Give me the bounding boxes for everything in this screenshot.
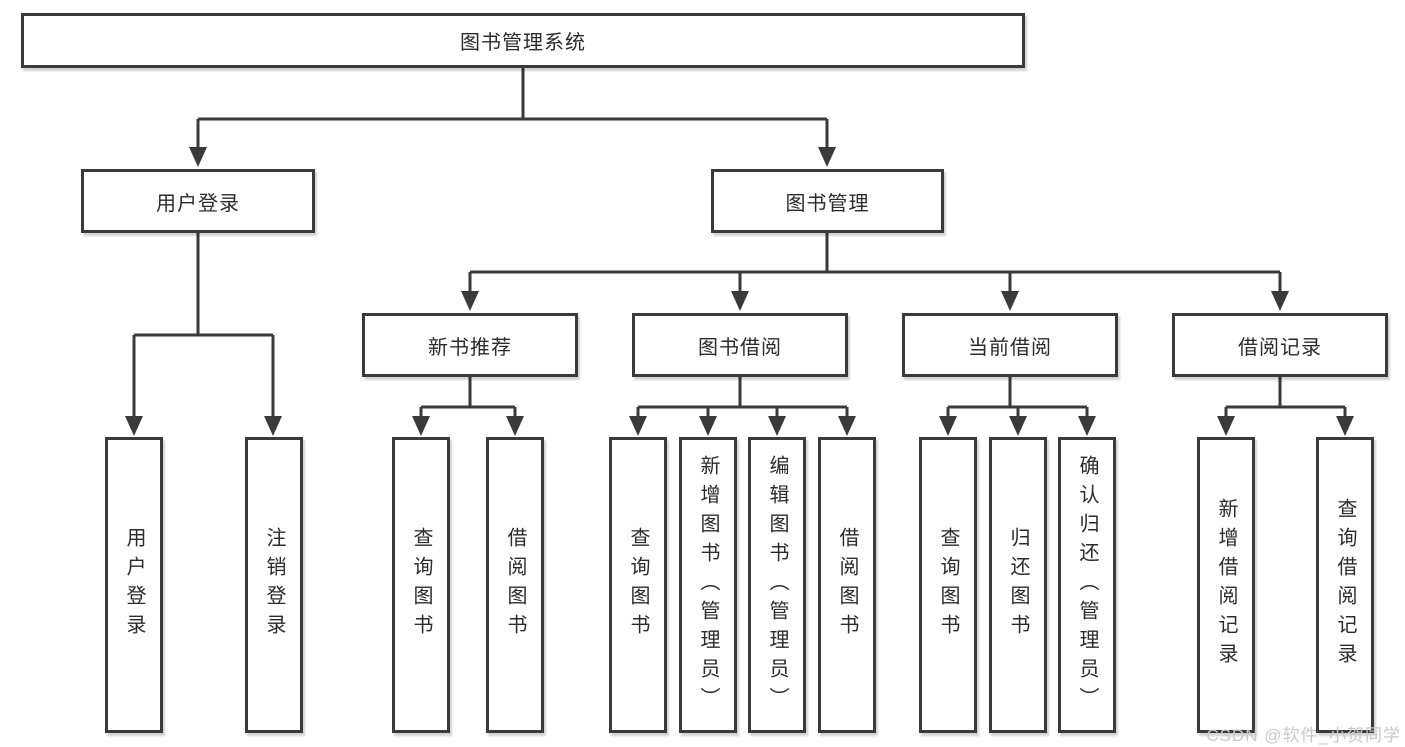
- node-new-books: 新书推荐: [362, 313, 578, 377]
- arrow-down-icon: [461, 291, 479, 311]
- leaf-records-add-label: 新增借阅记录: [1215, 498, 1237, 672]
- node-book-mgmt-label: 图书管理: [785, 192, 870, 215]
- node-user-login: 用户登录: [81, 169, 315, 233]
- leaf-records-add: 新增借阅记录: [1197, 437, 1255, 733]
- leaf-borrow-query: 查询图书: [609, 437, 667, 733]
- arrow-down-icon: [125, 416, 143, 436]
- arrow-down-icon: [939, 416, 957, 436]
- node-root: 图书管理系统: [21, 13, 1025, 68]
- watermark: CSDN @软件_小贺同学: [1206, 726, 1401, 745]
- node-borrow-records-label: 借阅记录: [1238, 336, 1322, 359]
- leaf-newbooks-borrow: 借阅图书: [486, 437, 544, 733]
- arrow-down-icon: [838, 416, 856, 436]
- leaf-records-query: 查询借阅记录: [1316, 437, 1374, 733]
- arrow-down-icon: [818, 147, 836, 167]
- connector-bookmgmt-to-level3: [468, 233, 1282, 294]
- arrow-down-icon: [189, 147, 207, 167]
- leaf-current-confirm: 确认归还（管理员）: [1058, 437, 1116, 733]
- node-root-label: 图书管理系统: [460, 32, 586, 54]
- leaf-current-query: 查询图书: [919, 437, 977, 733]
- arrow-down-icon: [1078, 416, 1096, 436]
- leaf-current-query-label: 查询图书: [937, 527, 959, 643]
- node-current-borrow-label: 当前借阅: [968, 336, 1052, 359]
- arrow-down-icon: [412, 416, 430, 436]
- leaf-borrow-borrow: 借阅图书: [818, 437, 876, 733]
- arrow-down-icon: [1217, 416, 1235, 436]
- node-book-mgmt: 图书管理: [711, 169, 944, 233]
- leaf-newbooks-query-label: 查询图书: [410, 527, 432, 643]
- node-borrow-records: 借阅记录: [1172, 313, 1388, 377]
- arrow-down-icon: [1001, 291, 1019, 311]
- node-new-books-label: 新书推荐: [428, 336, 512, 359]
- leaf-borrow-query-label: 查询图书: [627, 527, 649, 643]
- leaf-current-confirm-label: 确认归还（管理员）: [1076, 454, 1098, 716]
- leaf-borrow-edit-label: 编辑图书（管理员）: [766, 454, 788, 716]
- leaf-borrow-borrow-label: 借阅图书: [836, 527, 858, 643]
- arrow-down-icon: [699, 416, 717, 436]
- leaf-newbooks-query: 查询图书: [392, 437, 450, 733]
- connector-userlogin-to-leaves: [132, 233, 275, 419]
- node-book-borrow-label: 图书借阅: [698, 336, 782, 359]
- connector-records-to-leaves: [1224, 377, 1347, 419]
- leaf-user-login-label: 用户登录: [123, 527, 145, 643]
- leaf-logout: 注销登录: [245, 437, 303, 733]
- connector-root-to-level2: [196, 68, 829, 150]
- arrow-down-icon: [731, 291, 749, 311]
- arrow-down-icon: [629, 416, 647, 436]
- leaf-user-login: 用户登录: [105, 437, 163, 733]
- leaf-borrow-add: 新增图书（管理员）: [679, 437, 737, 733]
- node-book-borrow: 图书借阅: [632, 313, 848, 377]
- leaf-records-query-label: 查询借阅记录: [1334, 498, 1356, 672]
- arrow-down-icon: [264, 416, 282, 436]
- leaf-borrow-edit: 编辑图书（管理员）: [748, 437, 806, 733]
- leaf-logout-label: 注销登录: [263, 527, 285, 643]
- node-user-login-label: 用户登录: [156, 192, 240, 215]
- leaf-newbooks-borrow-label: 借阅图书: [504, 527, 526, 643]
- leaf-borrow-add-label: 新增图书（管理员）: [697, 454, 719, 716]
- arrow-down-icon: [1009, 416, 1027, 436]
- arrow-down-icon: [506, 416, 524, 436]
- connector-bookborrow-to-leaves: [636, 377, 849, 419]
- arrow-down-icon: [768, 416, 786, 436]
- connector-currentborrow-to-leaves: [946, 377, 1089, 419]
- connector-newbooks-to-leaves: [419, 377, 517, 419]
- leaf-current-return-label: 归还图书: [1007, 527, 1029, 643]
- leaf-current-return: 归还图书: [989, 437, 1047, 733]
- arrow-down-icon: [1271, 291, 1289, 311]
- node-current-borrow: 当前借阅: [902, 313, 1118, 377]
- arrow-down-icon: [1336, 416, 1354, 436]
